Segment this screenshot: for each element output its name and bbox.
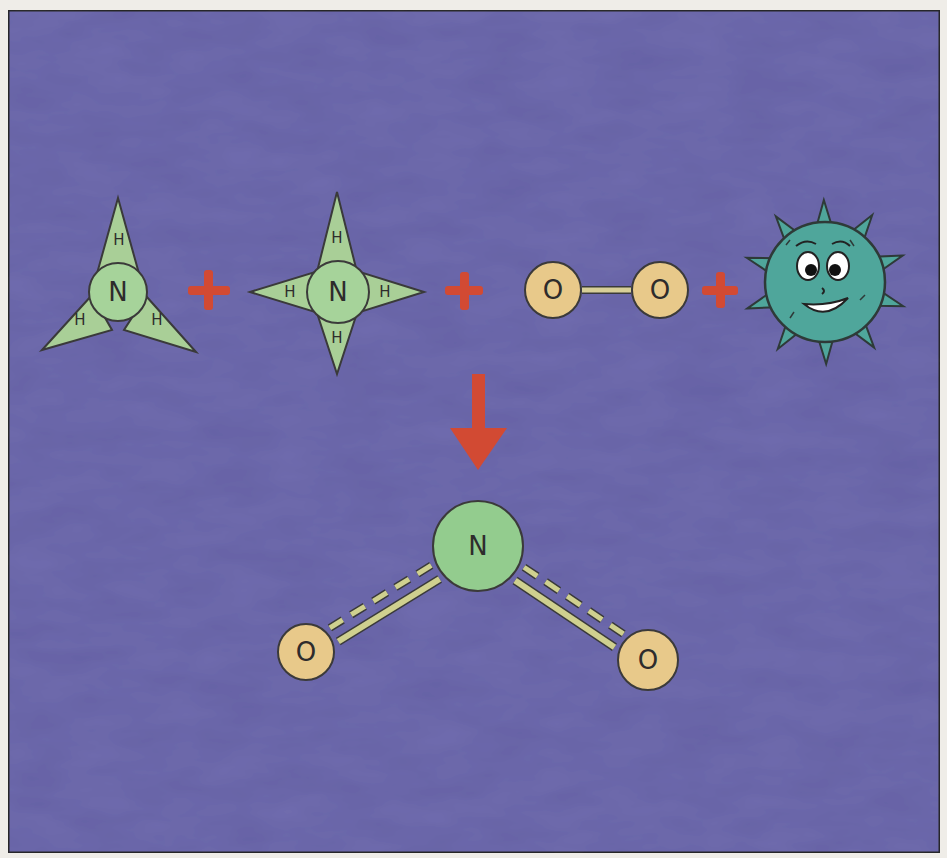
- element-symbol: O: [650, 277, 670, 303]
- partial-bond: [524, 567, 623, 634]
- reaction-arrow: [450, 374, 507, 470]
- bacterium: [747, 200, 904, 364]
- ammonia-spikes: [42, 198, 196, 352]
- hydrogen-label: H: [74, 313, 85, 328]
- atom-circle: N: [88, 262, 148, 322]
- partial-bond: [330, 565, 431, 627]
- hydrogen-label: H: [331, 331, 342, 346]
- element-symbol: N: [468, 533, 487, 559]
- partial-bond: [524, 567, 623, 634]
- bond-group: [330, 565, 440, 641]
- atom-circle: O: [277, 623, 335, 681]
- partial-bond: [330, 565, 431, 627]
- atom-circle: O: [617, 629, 679, 691]
- ammonium-spikes: [250, 192, 424, 374]
- atom-circle: O: [631, 261, 689, 319]
- bond-group: [515, 567, 623, 647]
- hydrogen-label: H: [379, 285, 390, 300]
- bond-group: [582, 290, 631, 291]
- hydrogen-label: H: [331, 231, 342, 246]
- element-symbol: N: [108, 279, 127, 305]
- atom-circle: O: [524, 261, 582, 319]
- bond-outline: [582, 286, 631, 294]
- element-symbol: N: [328, 279, 347, 305]
- single-bond: [582, 288, 631, 293]
- element-symbol: O: [543, 277, 563, 303]
- hydrogen-label: H: [113, 233, 124, 248]
- hydrogen-label: H: [151, 313, 162, 328]
- watercolor-background: [8, 10, 940, 853]
- element-symbol: O: [296, 639, 316, 665]
- element-symbol: O: [638, 647, 658, 673]
- hydrogen-label: H: [284, 285, 295, 300]
- atom-circle: N: [306, 260, 370, 324]
- atom-circle: N: [432, 500, 524, 592]
